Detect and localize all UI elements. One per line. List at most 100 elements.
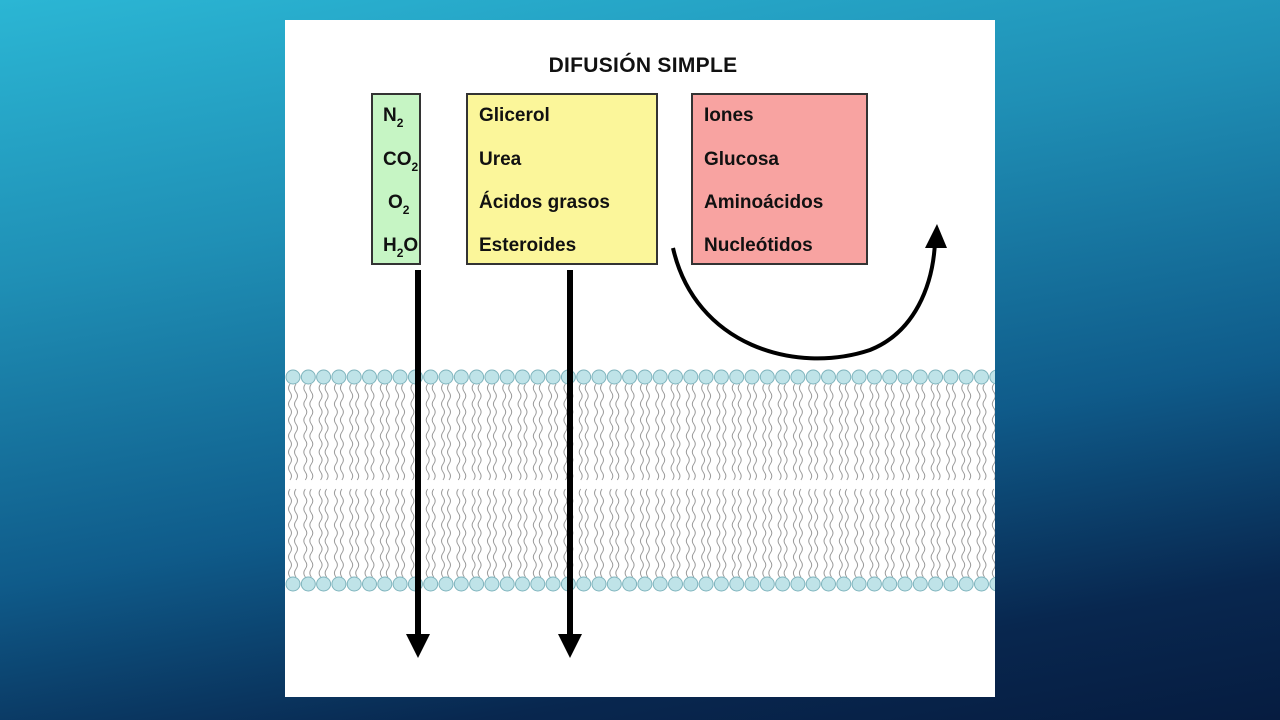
gases-box: N2 CO2 O2 H2O [371,93,421,265]
lipid-head [438,369,454,385]
lipid-head [377,576,393,592]
lipid-head [362,369,377,385]
lipid-head [622,576,638,592]
list-item: Glucosa [704,149,779,170]
lipid-head [300,576,316,592]
lipid-head [851,369,867,385]
lipid-head [499,369,515,385]
lipid-head [821,576,836,592]
lipid-head [331,576,347,592]
lipid-head [897,576,913,592]
lipid-head [928,369,944,385]
lipid-head [423,576,439,592]
lipid-head [530,369,546,385]
lipid-head [866,369,882,385]
lipid-head [713,369,729,385]
lipid-head [285,369,301,385]
lipid-head [652,576,668,592]
list-item: Ácidos grasos [479,192,610,213]
list-item: Esteroides [479,235,577,256]
lipid-head [805,369,821,385]
lipid-head [790,369,806,385]
lipid-head [775,369,791,385]
lipid-head [882,369,898,385]
lipid-bilayer [285,369,995,592]
diagram-title: DIFUSIÓN SIMPLE [548,54,738,77]
lipid-head [316,576,332,592]
lipid-head [928,576,944,592]
lipid-head [958,369,974,385]
lipid-head [545,576,561,592]
lipid-head [698,576,714,592]
lipid-head [545,369,561,385]
lipid-head [346,369,362,385]
lipid-head [515,576,530,592]
lipid-head [790,576,806,592]
lipid-head [821,369,836,385]
lipid-head [285,576,301,592]
lipid-tails [288,383,995,578]
lipid-head [652,369,668,385]
lipid-head [637,576,653,592]
gas-co2: CO2 [383,149,419,174]
lipid-head [438,576,454,592]
lipid-head [576,369,592,385]
lipid-head [713,576,729,592]
lipid-head [943,576,959,592]
lipid-head [606,576,622,592]
lipid-head [989,369,995,385]
lipid-head [683,576,699,592]
lipid-head [362,576,377,592]
lipid-head [331,369,347,385]
list-item: Iones [704,105,754,126]
lipid-head [897,369,913,385]
lipid-head [453,369,469,385]
impermeable-box: Iones Glucosa Aminoácidos Nucleótidos [691,93,868,265]
lipid-head [591,576,607,592]
arrow-down-icon [558,270,582,658]
small-molecules-box: Glicerol Urea Ácidos grasos Esteroides [466,93,658,265]
lipid-head [499,576,515,592]
lipid-head [851,576,867,592]
lipid-head [958,576,974,592]
lipid-head [836,576,852,592]
lipid-head [882,576,898,592]
lipid-head [974,576,989,592]
gas-h2o: H2O [383,235,419,260]
lipid-head [836,369,852,385]
lipid-head [453,576,469,592]
lipid-head [469,576,485,592]
lipid-head [530,576,546,592]
lipid-head [668,576,683,592]
lipid-head [392,369,408,385]
lipid-head [943,369,959,385]
list-item: Urea [479,149,522,170]
lipid-head [591,369,607,385]
diagram-panel: DIFUSIÓN SIMPLE N2 CO2 O2 H2O Glicerol U… [285,20,995,697]
lipid-head [759,576,775,592]
list-item: Glicerol [479,105,550,126]
lipid-head [484,369,500,385]
lipid-head [974,369,989,385]
lipid-head [316,369,332,385]
lipid-head [668,369,683,385]
curved-arrow-icon [671,224,947,361]
lipid-head [377,369,393,385]
membrane-svg [285,224,995,658]
lipid-head [729,576,745,592]
lipid-head [729,369,745,385]
lipid-head [515,369,530,385]
lipid-head [300,369,316,385]
lipid-head [484,576,500,592]
arrow-down-icon [406,270,430,658]
lipid-head [606,369,622,385]
lipid-head [759,369,775,385]
lipid-head [912,369,928,385]
lipid-head [698,369,714,385]
lipid-head [775,576,791,592]
gas-n2: N2 [383,105,404,130]
lipid-head [392,576,408,592]
lipid-head [469,369,485,385]
lipid-head [866,576,882,592]
lipid-head [423,369,439,385]
